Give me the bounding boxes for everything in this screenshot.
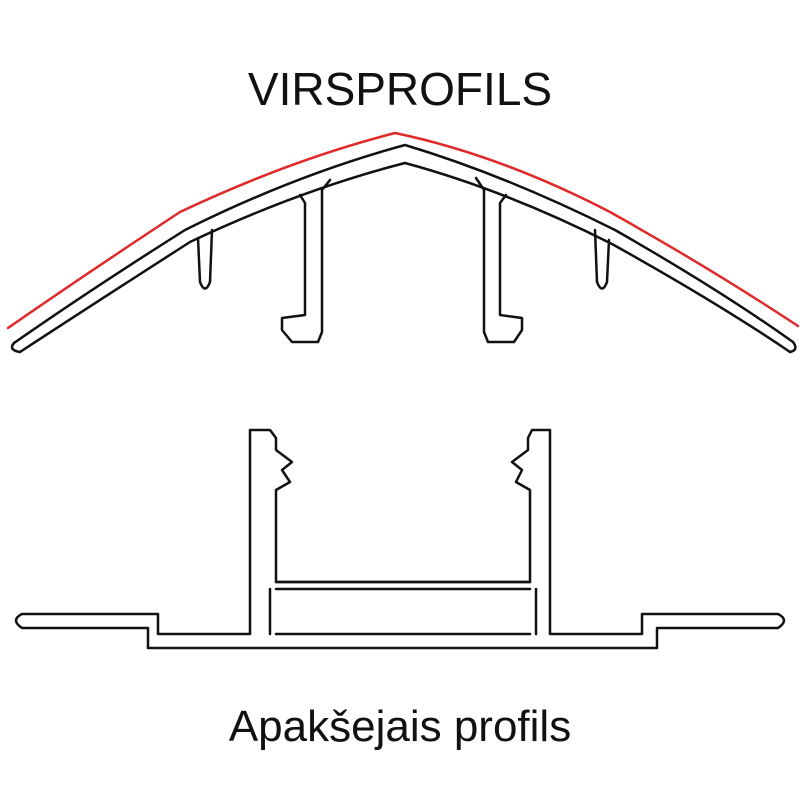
- top-profile-title: VIRSPROFILS: [247, 63, 553, 115]
- lower-profile: [14, 428, 786, 650]
- upper-profile-outer-arch: [12, 143, 795, 345]
- upper-right-main-leg: [474, 176, 524, 344]
- upper-left-small-fin: [196, 228, 214, 290]
- upper-left-main-leg: [280, 178, 332, 344]
- upper-profile-left-end: [10, 341, 22, 354]
- upper-right-small-fin: [593, 228, 611, 290]
- upper-profile-red-edge: [6, 131, 800, 330]
- upper-profile-right-end: [788, 340, 797, 354]
- lower-profile-outline: [14, 428, 786, 650]
- upper-profile-inner-arch: [18, 161, 792, 354]
- bottom-profile-title: Apakšejais profils: [228, 702, 572, 751]
- upper-profile: [6, 131, 800, 354]
